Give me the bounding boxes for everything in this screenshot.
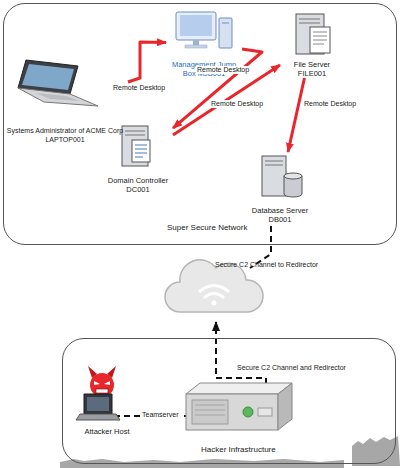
node-label: Management Jump Box MJB001 xyxy=(166,60,242,78)
server-appliance xyxy=(186,383,292,430)
teamserver-line xyxy=(114,415,186,417)
remote-desktop-arrow xyxy=(128,42,166,82)
network-zone: Hacker Infrastructure Attacker Host xyxy=(62,338,396,464)
host-node: Attacker Host xyxy=(74,362,140,436)
domain-controller-icon xyxy=(122,126,150,166)
laptop-icon xyxy=(18,60,98,106)
zone-label: Hacker Infrastructure xyxy=(201,445,276,455)
c2-line xyxy=(216,322,266,384)
workstation-node: Management Jump Box MJB001 xyxy=(166,8,242,78)
node-label: Systems Administrator of ACME Corp LAPTO… xyxy=(2,127,128,144)
zone-label: Super Secure Network xyxy=(167,223,247,233)
node-label: Database Server DB001 xyxy=(246,206,314,224)
channel-label: Secure C2 Channel and Redirector xyxy=(236,364,347,372)
server-node: File Server FILE001 xyxy=(280,10,344,78)
edge-label: Remote Desktop xyxy=(112,84,166,92)
workstation-icon xyxy=(176,12,232,48)
server-node: Domain Controller DC001 xyxy=(103,122,173,194)
node-label: Attacker Host xyxy=(84,427,129,436)
channel-label: Secure C2 Channel to Redirector xyxy=(214,261,319,269)
file-server-icon xyxy=(296,14,330,54)
internet-cloud xyxy=(165,260,263,312)
attacker-icon xyxy=(76,366,120,420)
remote-desktop-arrow xyxy=(173,49,262,128)
node-label: Domain Controller DC001 xyxy=(103,176,173,194)
server-node: Database Server DB001 xyxy=(246,152,314,224)
laptop-node: Systems Administrator of ACME Corp LAPTO… xyxy=(2,62,128,144)
connection-label: Teamserver xyxy=(141,411,180,419)
node-label: File Server FILE001 xyxy=(280,60,344,78)
edge-label: Remote Desktop xyxy=(303,100,357,108)
database-server-icon xyxy=(262,156,302,197)
edge-label: Remote Desktop xyxy=(210,100,264,108)
remote-desktop-arrow xyxy=(173,65,280,135)
c2-line xyxy=(250,226,271,268)
network-zone: Super Secure Network Management Jump Box … xyxy=(3,3,397,245)
remote-desktop-arrow xyxy=(288,78,304,152)
